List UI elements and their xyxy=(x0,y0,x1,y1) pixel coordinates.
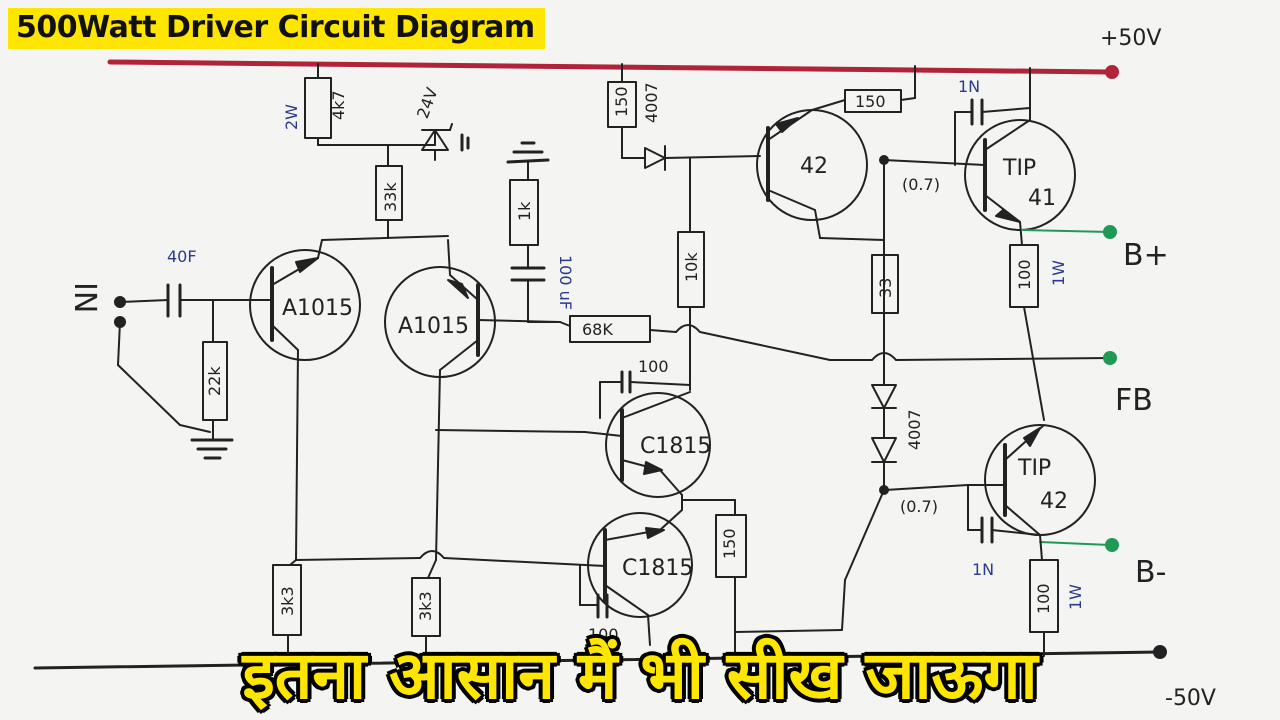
r-1k-label: 1k xyxy=(515,201,534,221)
q5-label: 42 xyxy=(800,154,828,179)
transistor-q3-c1815 xyxy=(605,392,711,498)
diode-4007-mid-1 xyxy=(871,384,897,409)
c-1n-top-label: 1N xyxy=(958,77,980,96)
r-33k-label: 33k xyxy=(381,182,400,212)
r-68k-label: 68K xyxy=(582,320,613,339)
r-150-top-label: 150 xyxy=(612,86,631,117)
diode-4007-mid-2 xyxy=(871,437,897,463)
r-3k3-left-label: 3k3 xyxy=(278,586,297,616)
resistor-1k xyxy=(509,179,539,246)
r-4k7-power-label: 2W xyxy=(282,104,301,130)
q3-label: C1815 xyxy=(640,434,711,459)
q4-label: C1815 xyxy=(622,556,693,581)
resistor-22k xyxy=(202,341,228,421)
c-100-mid-label: 100 xyxy=(638,357,669,376)
q7-label-line1: TIP xyxy=(1017,456,1051,481)
vbe-bottom-label: (0.7) xyxy=(900,497,938,516)
q1-label: A1015 xyxy=(282,296,353,321)
r-33-label: 33 xyxy=(876,278,895,298)
c-input-label: 40F xyxy=(167,247,197,266)
q6-label-line2: 41 xyxy=(1028,186,1056,211)
negative-rail-terminal[interactable] xyxy=(1153,645,1167,659)
r-4k7-label: 4k7 xyxy=(329,90,348,120)
c-100uf-label: 100 uF xyxy=(556,255,575,310)
diode-top-label: 4007 xyxy=(642,82,661,123)
b-plus-terminal[interactable] xyxy=(1103,225,1117,239)
r-3k3-right-label: 3k3 xyxy=(416,591,435,621)
positive-rail-label: +50V xyxy=(1100,26,1161,51)
b-minus-label: B- xyxy=(1135,555,1166,590)
b-minus-terminal[interactable] xyxy=(1105,538,1119,552)
c-1n-bottom-label: 1N xyxy=(972,560,994,579)
input-label: IN xyxy=(67,282,102,313)
q6-label-line1: TIP xyxy=(1002,156,1036,181)
r-150-low-label: 150 xyxy=(720,528,739,559)
r-150-base-label: 150 xyxy=(855,92,886,111)
positive-rail-terminal[interactable] xyxy=(1105,65,1119,79)
negative-rail xyxy=(33,650,1162,670)
hindi-caption: इतना आसान मैं भी सीख जाऊगा xyxy=(242,637,1038,714)
r-100-top-power-label: 1W xyxy=(1049,260,1068,286)
vbe-top-label: (0.7) xyxy=(902,175,940,194)
b-plus-label: B+ xyxy=(1123,238,1169,273)
r-22k-label: 22k xyxy=(205,366,224,396)
positive-rail xyxy=(107,59,1113,75)
resistor-150-low xyxy=(715,514,747,578)
c-100-low-label: 100 xyxy=(588,625,619,644)
r-100-bottom-label: 100 xyxy=(1034,583,1053,614)
r-100-bottom-power-label: 1W xyxy=(1066,584,1085,610)
diode-4007-top xyxy=(644,147,666,169)
resistor-68k xyxy=(569,315,651,343)
resistor-4k7 xyxy=(304,77,332,139)
fb-terminal[interactable] xyxy=(1103,351,1117,365)
q7-label-line2: 42 xyxy=(1040,489,1068,514)
negative-rail-label: -50V xyxy=(1165,686,1216,711)
transistor-q1-a1015 xyxy=(249,249,361,361)
fb-label: FB xyxy=(1115,383,1153,418)
zener-label: 24V xyxy=(413,85,442,121)
diode-mid-label: 4007 xyxy=(905,409,924,450)
r-10k-label: 10k xyxy=(682,252,701,282)
page-title: 500Watt Driver Circuit Diagram xyxy=(8,8,545,49)
r-100-top-label: 100 xyxy=(1015,259,1034,290)
q2-label: A1015 xyxy=(398,314,469,339)
